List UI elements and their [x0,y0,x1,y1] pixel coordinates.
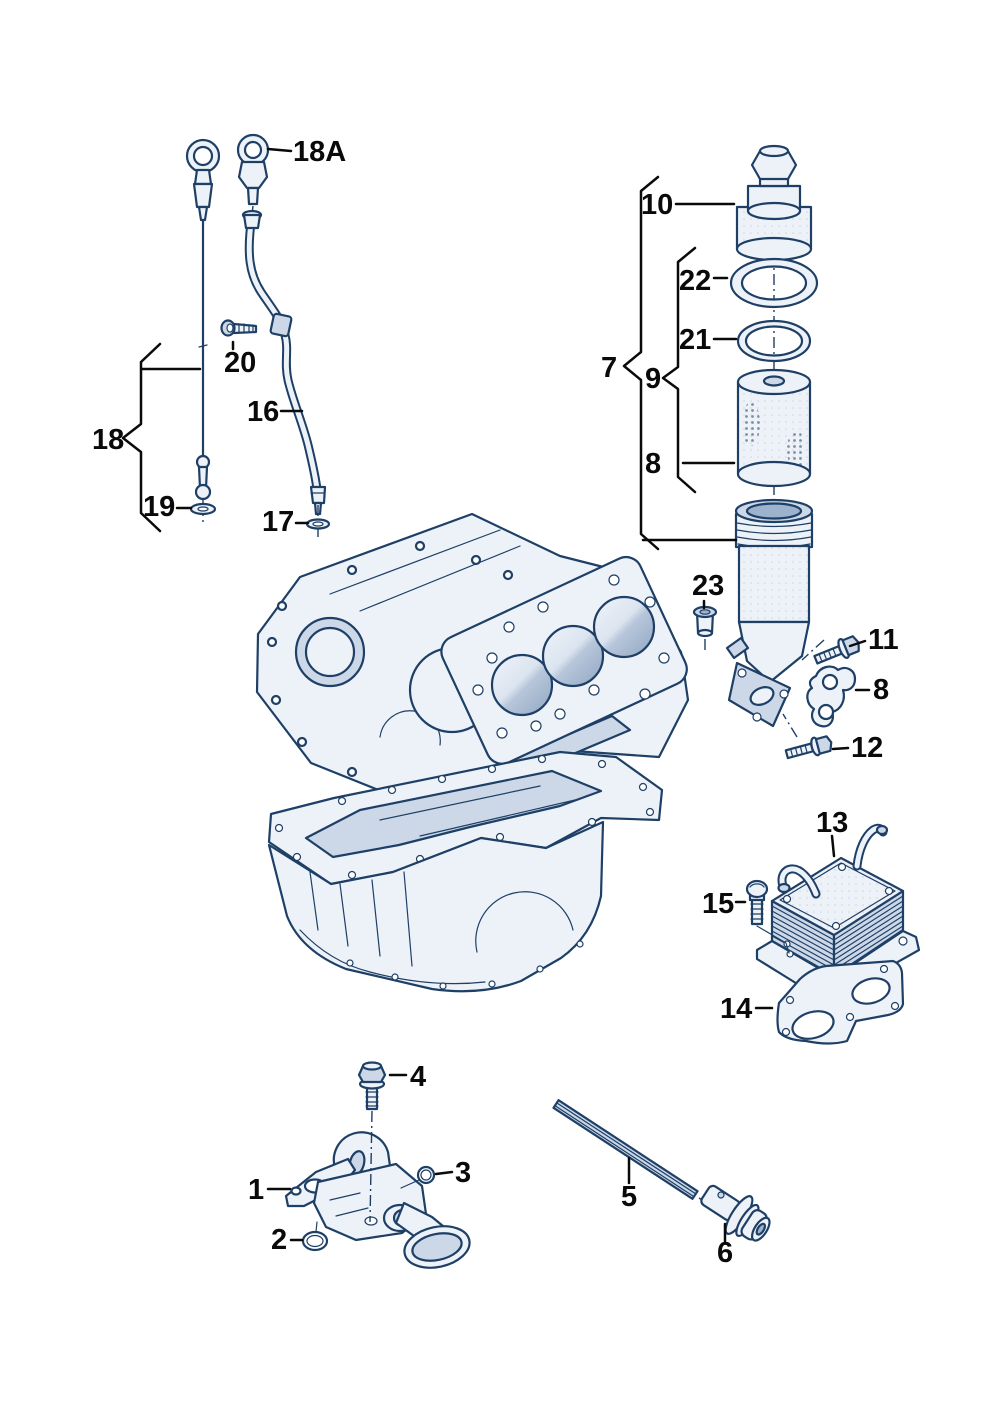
dipstick-seal-19 [189,502,217,516]
callout-22: 22 [679,265,711,297]
cylinder-bore [592,595,656,659]
leader-12 [831,746,850,751]
leader-3 [434,1170,454,1176]
leader-18a [266,147,293,153]
head-gasket-plate [440,555,688,765]
callout-3: 3 [455,1157,471,1189]
bracket-7 [622,175,660,551]
callout-2: 2 [271,1224,287,1256]
tube-clamp [269,312,293,338]
callout-6: 6 [717,1237,733,1269]
leader-13 [830,834,836,858]
drive-shaft-group [552,1099,771,1242]
cooler-screw-15 [745,879,790,954]
seal-ring-22 [729,257,819,309]
callout-21: 21 [679,324,711,356]
filter-cap-10 [735,144,813,262]
o-ring-3 [400,1165,436,1189]
callout-labels: 1 2 3 4 5 6 7 8 8 9 10 11 12 13 14 15 16… [92,136,899,1269]
pump-bolt-4 [357,1061,387,1111]
callout-20: 20 [224,347,256,379]
dipstick [185,138,221,522]
oil-cooler-group [745,823,921,1045]
cylinder-bore [490,653,554,717]
oil-sump [267,750,664,993]
callout-leaders [121,147,871,1243]
seal-ring-21 [736,319,812,363]
o-ring-2 [301,1221,329,1252]
callout-11: 11 [868,624,899,656]
leader-11 [848,639,867,648]
callout-8-element: 8 [645,448,661,480]
filter-housing [725,498,814,728]
callout-9: 9 [645,363,661,395]
callout-16: 16 [247,396,279,428]
bracket-18 [121,342,162,533]
oil-cooler-13 [755,823,921,997]
housing-bolt-11 [813,635,860,665]
callout-8-gasket: 8 [873,674,889,706]
callout-7: 7 [601,352,617,384]
oil-dipstick-guide-tube [220,209,331,537]
callout-17: 17 [262,506,294,538]
callout-19: 19 [143,491,175,523]
plug-screw-23 [692,605,718,651]
callout-5: 5 [621,1181,637,1213]
cylinder-bore [541,624,605,688]
filter-element-8 [736,368,812,488]
flange-bolt-12 [784,735,833,760]
callout-18: 18 [92,424,124,456]
bracket-9 [661,246,697,494]
callout-14: 14 [720,993,752,1025]
oil-filter-assembly [692,144,860,760]
callout-12: 12 [851,732,883,764]
callout-1: 1 [248,1174,264,1206]
callout-15: 15 [702,888,734,920]
drive-sleeve-6 [700,1184,771,1242]
callout-13: 13 [816,807,848,839]
callout-10: 10 [641,189,673,221]
dipstick-funnel-18a [236,133,270,216]
cooler-gasket-14 [776,959,905,1045]
callout-4: 4 [410,1061,426,1093]
tube-seal-17 [305,518,331,530]
callout-18a: 18A [293,136,346,168]
oil-pump-group [284,1061,471,1269]
tube-screw-20 [220,319,258,337]
oil-pump-1 [284,1131,471,1269]
callout-23: 23 [692,570,724,602]
